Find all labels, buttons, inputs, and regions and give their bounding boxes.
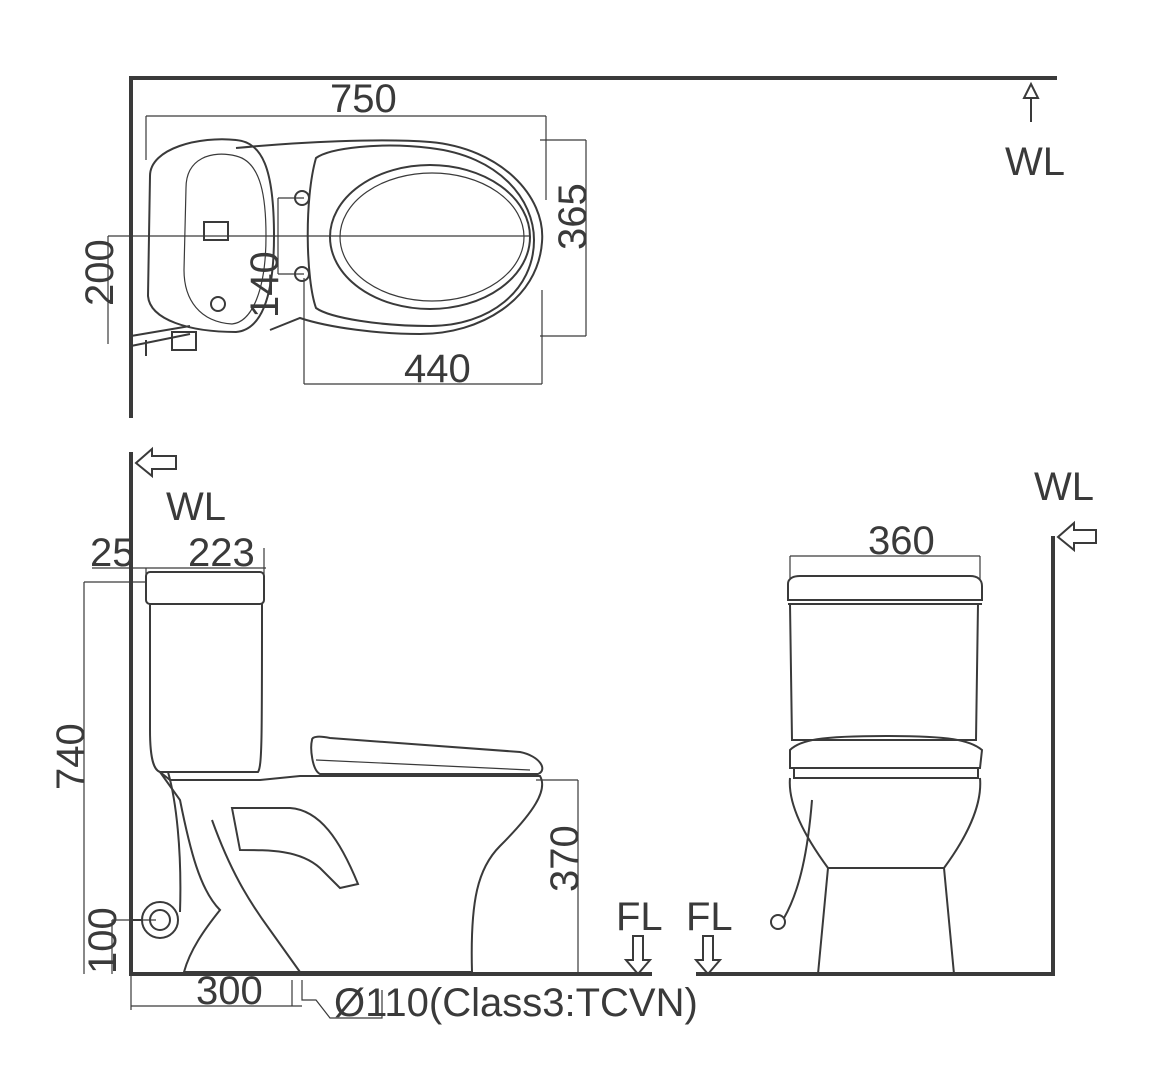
dim-inlet-height: 100 — [81, 907, 125, 974]
floor-label-left: FL — [616, 895, 663, 939]
seat-lid-side — [310, 735, 544, 775]
dim-tank-depth: 223 — [188, 531, 255, 575]
seat-lid-outline — [306, 144, 536, 328]
dim-seat-height: 370 — [543, 825, 587, 892]
seat-opening — [329, 164, 531, 310]
tank-lid — [145, 571, 265, 605]
floor-level-arrow-icon — [623, 935, 653, 976]
front-tank-lid — [787, 575, 983, 601]
side-wall-label: WL — [166, 485, 226, 529]
supply-hose — [167, 771, 182, 913]
water-inlet-pipe — [130, 325, 197, 356]
floor-label-right: FL — [686, 895, 733, 939]
tank-top-outline — [146, 138, 276, 334]
front-view: WL 360 — [696, 465, 1097, 976]
dim-tank-offset: 25 — [90, 531, 135, 575]
dim-wall-to-outlet: 200 — [78, 239, 122, 306]
top-view-wall-line — [129, 76, 1057, 418]
dim-overall-length: 750 — [330, 77, 397, 121]
wall-level-arrow-icon — [134, 446, 177, 479]
front-valve-icon — [770, 914, 786, 930]
front-seat-lid — [789, 734, 984, 769]
front-tank-body — [789, 603, 979, 741]
front-supply-hose — [783, 799, 813, 919]
floor-level-arrow-icon — [693, 935, 723, 976]
front-bowl-outline — [788, 777, 982, 975]
outlet-leader — [301, 980, 383, 1019]
dim-width: 365 — [551, 183, 595, 250]
trapway — [230, 807, 360, 890]
wall-level-arrow-icon — [1022, 81, 1040, 122]
floor-level-markers: FL FL — [616, 895, 733, 976]
dim-outlet-distance: 300 — [196, 969, 263, 1013]
front-wall-label: WL — [1034, 465, 1094, 509]
hinge-bolt-icon — [294, 190, 310, 206]
bowl-side-outline — [159, 771, 544, 973]
wall-level-arrow-icon — [1056, 520, 1097, 553]
dim-total-height: 740 — [49, 723, 93, 790]
front-seat-ring — [793, 767, 979, 779]
hinge-bolt-icon — [294, 266, 310, 282]
flush-button — [203, 221, 229, 241]
bowl-top-outline — [235, 139, 544, 336]
top-wall-label: WL — [1005, 140, 1065, 184]
side-view: WL 25 223 740 100 370 300 Ø110(Class3:TC… — [49, 446, 698, 1025]
tank-body — [149, 603, 263, 773]
outlet-spec: Ø110(Class3:TCVN) — [334, 981, 698, 1025]
dim-seat-length: 440 — [404, 347, 471, 391]
top-view: WL 750 365 200 140 440 — [78, 76, 1065, 418]
dim-tank-width: 360 — [868, 519, 935, 563]
